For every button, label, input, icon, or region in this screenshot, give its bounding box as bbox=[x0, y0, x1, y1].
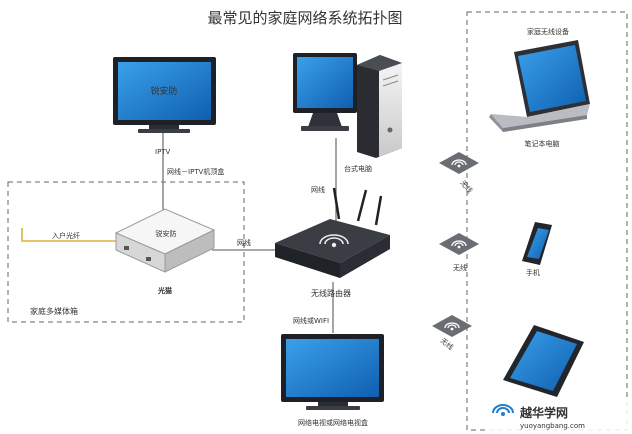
watermark: 越华学网 yuoyangbang.com bbox=[486, 398, 630, 432]
label-wireless-middle: 无线 bbox=[453, 263, 467, 272]
label-laptop: 笔记本电脑 bbox=[525, 139, 560, 148]
label-tv-to-modem: 网线－IPTV机顶盒 bbox=[167, 167, 224, 176]
label-fiber: 入户光纤 bbox=[52, 231, 80, 240]
wireless-signal-icon-bottom bbox=[432, 315, 472, 337]
diagram-title: 最常见的家庭网络系统拓扑图 bbox=[207, 9, 402, 27]
tv-screen-text: 锐安防 bbox=[150, 85, 177, 97]
label-desktop: 台式电脑 bbox=[344, 164, 372, 173]
label-modem-to-router: 网线 bbox=[237, 238, 251, 247]
desktop-computer bbox=[293, 53, 402, 158]
iptv-tv: 锐安防 bbox=[113, 57, 216, 133]
label-desktop-to-router: 网线 bbox=[311, 185, 325, 194]
label-modem: 光猫 bbox=[157, 286, 172, 295]
modem-box-text: 锐安防 bbox=[156, 229, 177, 238]
phone bbox=[522, 222, 552, 265]
label-phone: 手机 bbox=[526, 268, 540, 277]
label-network-tv: 网络电视或网络电视盒 bbox=[298, 418, 368, 427]
label-wireless-bottom: 无线 bbox=[439, 336, 456, 352]
wireless-signal-icon-top bbox=[439, 152, 479, 174]
fiber-line bbox=[21, 228, 116, 242]
home-media-box-label: 家庭多媒体箱 bbox=[30, 306, 78, 316]
optical-modem: 锐安防 bbox=[114, 208, 216, 273]
wireless-signal-icon-middle bbox=[439, 233, 479, 255]
tablet bbox=[503, 325, 584, 397]
label-iptv: IPTV bbox=[155, 148, 171, 156]
laptop bbox=[489, 40, 590, 132]
home-media-box-zone bbox=[7, 181, 245, 323]
label-router: 无线路由器 bbox=[311, 288, 351, 298]
wireless-devices-label: 家庭无线设备 bbox=[527, 27, 569, 36]
label-router-to-tv: 网线或WIFI bbox=[293, 316, 329, 325]
label-wireless-top: 无线 bbox=[459, 178, 475, 195]
watermark-url: yuoyangbang.com bbox=[520, 422, 585, 430]
watermark-brand: 越华学网 bbox=[519, 405, 568, 420]
watermark-logo-icon bbox=[492, 404, 514, 416]
wireless-router bbox=[275, 187, 390, 278]
network-tv bbox=[281, 334, 384, 410]
